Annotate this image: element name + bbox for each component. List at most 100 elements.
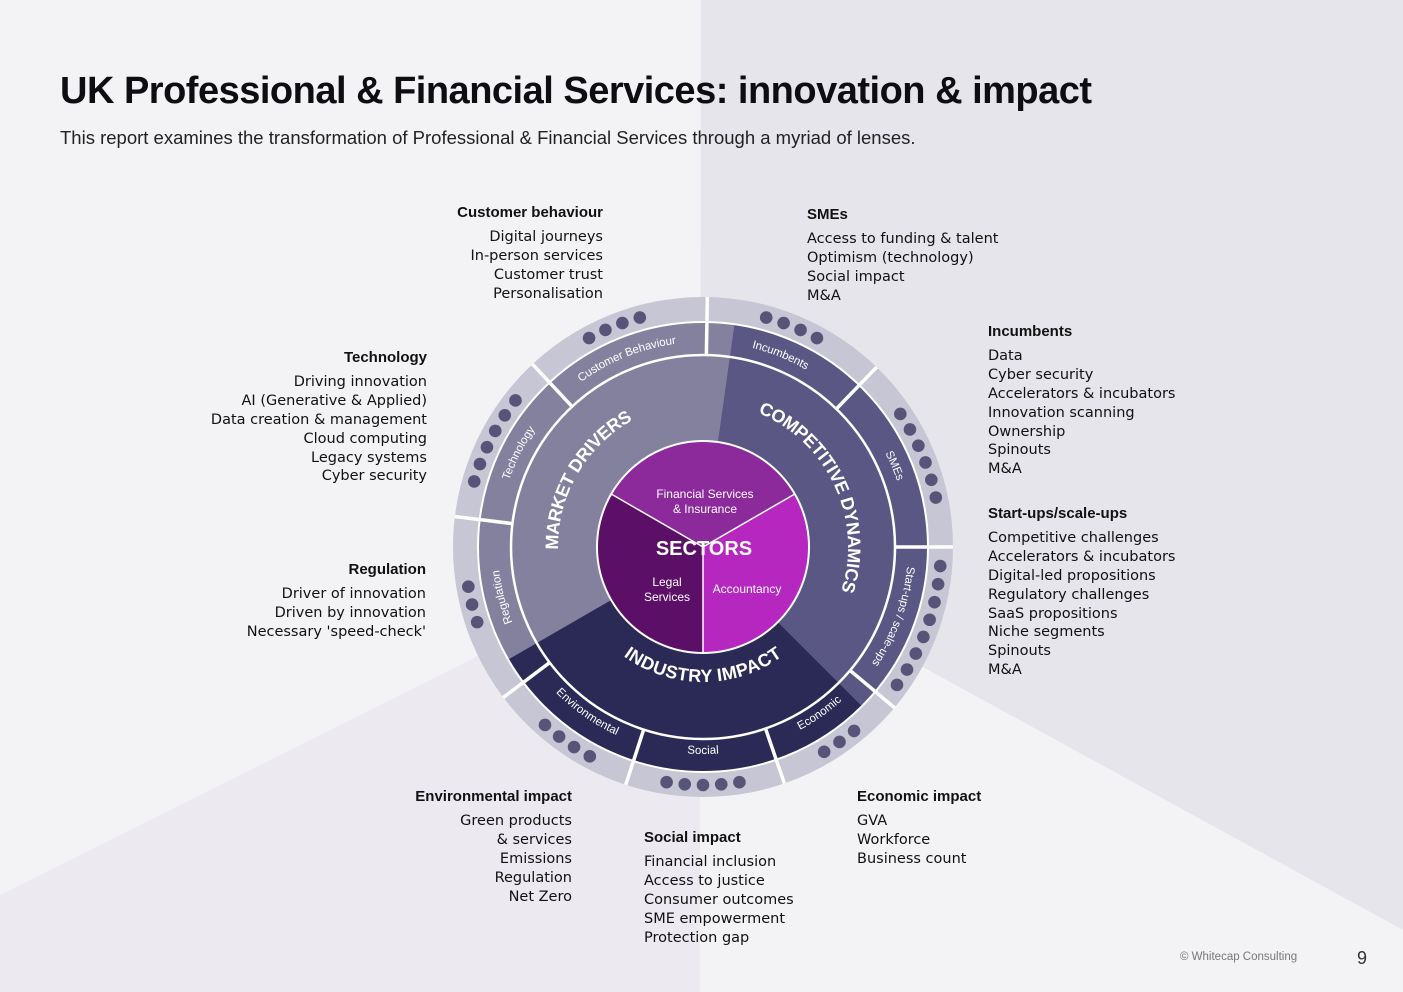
- list-item: Accelerators & incubators: [988, 548, 1176, 565]
- list-item: Innovation scanning: [988, 404, 1135, 421]
- segment-dot: [912, 439, 925, 452]
- segment-dot: [462, 580, 475, 593]
- list-item: Competitive challenges: [988, 529, 1159, 546]
- list-item: Business count: [857, 850, 967, 867]
- list-item: SaaS propositions: [988, 605, 1118, 622]
- list-item: Personalisation: [493, 285, 603, 302]
- list-item: Regulation: [494, 869, 572, 886]
- segment-dot: [696, 778, 710, 792]
- segment-dot: [817, 745, 831, 759]
- list-item: Cyber security: [988, 366, 1094, 383]
- segment-dot: [900, 663, 914, 676]
- incumbents-heading: Incumbents: [988, 323, 1073, 340]
- page-number: 9: [1357, 948, 1368, 968]
- sector-label-line2: Services: [644, 590, 690, 604]
- segment-dot: [567, 740, 581, 754]
- sector-divider: [610, 493, 704, 548]
- segment-dot: [833, 735, 846, 749]
- segment-dot: [678, 777, 692, 791]
- list-item: Driven by innovation: [274, 604, 426, 621]
- background-right-panel: [700, 0, 1403, 930]
- segment-dot: [616, 316, 629, 330]
- segment-divider: [502, 661, 551, 699]
- list-item: Green products: [460, 812, 572, 829]
- list-item: In-person services: [470, 247, 603, 264]
- segment-dot: [777, 316, 790, 330]
- segment-dot: [465, 598, 479, 611]
- sector-label: Financial Services: [656, 487, 753, 501]
- segment-divider: [624, 729, 646, 786]
- sector-label: Accountancy: [713, 582, 782, 596]
- list-item: Cyber security: [321, 468, 427, 485]
- sector-wedge: [597, 494, 703, 653]
- list-item: Spinouts: [988, 643, 1051, 660]
- list-item: Data: [988, 347, 1023, 364]
- list-item: Regulatory challenges: [988, 586, 1150, 603]
- list-item: Cloud computing: [303, 430, 428, 447]
- segment-dot: [917, 630, 930, 644]
- segment-dot: [810, 331, 824, 345]
- segment-dot: [931, 577, 945, 591]
- segment-dot: [933, 559, 947, 573]
- list-item: Legacy systems: [311, 449, 427, 466]
- segment-dot: [660, 775, 673, 789]
- list-item: Accelerators & incubators: [988, 385, 1176, 402]
- list-item: Niche segments: [988, 624, 1105, 641]
- industry-impact-segment: [508, 547, 863, 772]
- sectors-title: SECTORS: [656, 538, 752, 560]
- segment-divider: [531, 362, 574, 408]
- list-item: Social impact: [807, 268, 905, 285]
- segment-dot: [929, 491, 943, 504]
- segment-dot: [928, 595, 941, 609]
- segment-dot: [894, 407, 907, 421]
- segment-dot: [847, 724, 861, 738]
- smes-heading: SMEs: [807, 206, 848, 223]
- segment-dot: [733, 775, 746, 789]
- segment-dot: [923, 613, 936, 627]
- segment-dot: [919, 456, 932, 469]
- list-item: Ownership: [988, 423, 1066, 440]
- list-item: Financial inclusion: [644, 853, 777, 870]
- segment-dot: [488, 424, 502, 438]
- list-item: Consumer outcomes: [644, 891, 794, 908]
- list-item: Optimism (technology): [807, 249, 974, 266]
- core-edge: [596, 440, 810, 654]
- segment-label-text: Social: [687, 744, 719, 757]
- list-item: & services: [496, 831, 572, 848]
- list-item: GVA: [857, 812, 888, 829]
- segment-dot: [509, 394, 522, 407]
- segment-dot: [470, 615, 484, 629]
- sector-divider: [702, 493, 796, 548]
- segment-dot: [925, 473, 938, 487]
- market-drivers-segment: [477, 321, 735, 660]
- technology-heading: Technology: [343, 349, 427, 366]
- segment-dot: [794, 323, 807, 337]
- list-item: Data creation & management: [210, 411, 427, 428]
- segment-ring-edge: [477, 321, 929, 773]
- list-item: Driving innovation: [293, 373, 427, 390]
- segment-dot: [498, 408, 512, 422]
- sector-label-line2: & Insurance: [673, 502, 737, 516]
- list-item: Access to justice: [644, 872, 765, 889]
- segment-divider: [454, 514, 513, 526]
- list-item: Driver of innovation: [281, 585, 426, 602]
- list-item: Spinouts: [988, 442, 1051, 459]
- page-title: UK Professional & Financial Services: in…: [60, 70, 1092, 112]
- segment-divider: [763, 727, 787, 784]
- segment-dot: [582, 331, 596, 345]
- list-item: Digital journeys: [489, 228, 603, 245]
- segment-divider: [848, 669, 896, 710]
